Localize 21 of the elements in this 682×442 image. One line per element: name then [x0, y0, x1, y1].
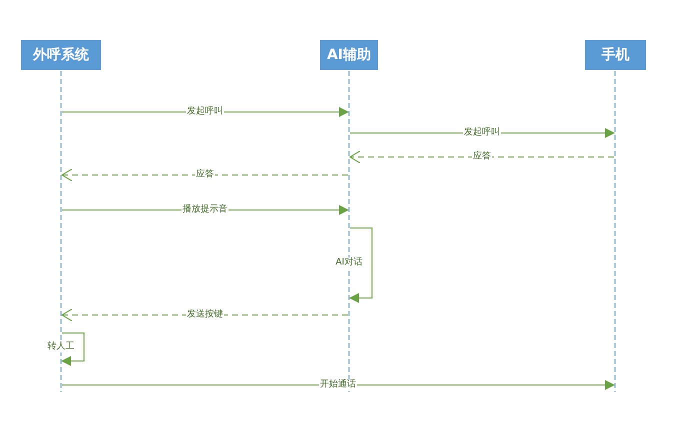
- edge-label: 发起呼叫: [463, 128, 501, 138]
- lifeline: [614, 71, 616, 392]
- edge-label: 应答: [195, 170, 215, 180]
- edge-label: 发起呼叫: [186, 106, 224, 118]
- edge-label: 播放提示音: [182, 204, 228, 216]
- dashed-arrow: [350, 150, 614, 164]
- participant-box: 手机: [585, 40, 646, 70]
- participant-box: AI辅助: [320, 40, 378, 70]
- participant-box: 外呼系统: [21, 40, 101, 70]
- dashed-arrow: [62, 168, 348, 182]
- arrow: [349, 228, 372, 303]
- lifeline: [348, 71, 350, 392]
- arrow: [61, 332, 84, 366]
- edge-label: AI对话: [334, 258, 364, 268]
- edge-label: 转人工: [46, 342, 76, 352]
- lifeline: [60, 71, 62, 392]
- edge-label: 开始通话: [319, 380, 357, 390]
- edge-label: 应答: [472, 152, 492, 162]
- arrow: [62, 380, 615, 390]
- dashed-arrow: [62, 308, 348, 322]
- edge-label: 发送按键: [186, 310, 224, 320]
